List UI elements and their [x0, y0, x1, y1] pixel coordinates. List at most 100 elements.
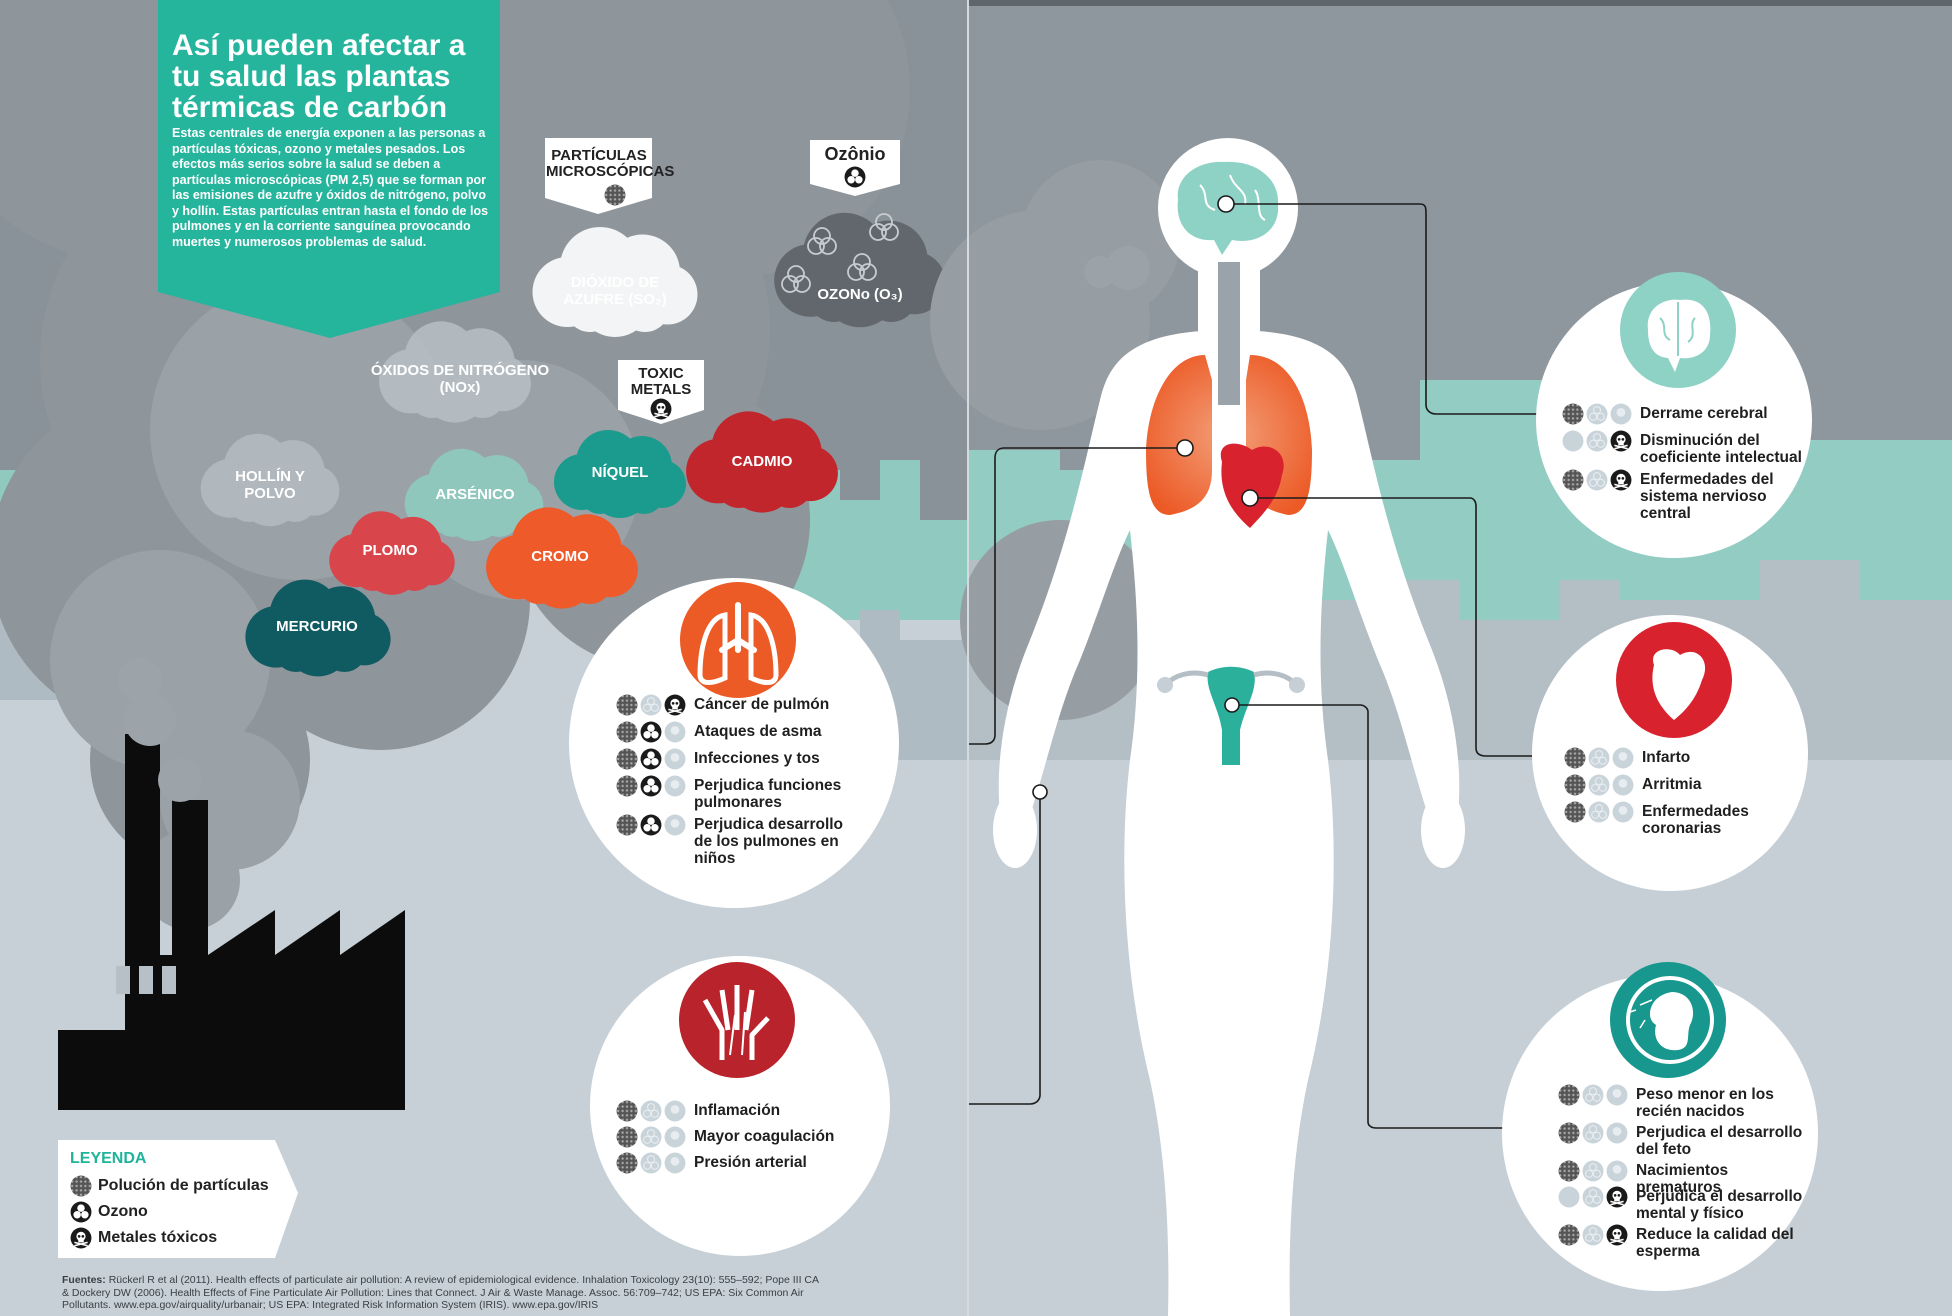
cloud-label-mercurio: MERCURIO: [276, 618, 358, 635]
metals-tag-label: TOXIC METALS: [630, 365, 692, 398]
fetus-effect-label: Perjudica el desarrollo del feto: [1636, 1124, 1803, 1158]
cloud-label-niquel: NÍQUEL: [591, 464, 649, 481]
lungs-effect-1-metal-off-icon: [664, 721, 686, 743]
heart-effect-2-particle-icon: [1564, 801, 1586, 823]
blood-panel: [590, 956, 890, 1256]
cloud-o3: [774, 212, 946, 328]
lungs-effect-3-particle-icon: [616, 775, 638, 797]
body-uterus-icon: [1207, 666, 1255, 765]
blood-effect-0-ozone-off-icon: [640, 1100, 662, 1122]
blood-effect-1-metal-off-icon: [664, 1126, 686, 1148]
fetus-effect-label: Nacimientos prematuros: [1636, 1162, 1729, 1196]
cloud-label-o3: OZONo (O₃): [817, 286, 903, 303]
lungs-effect-label: Perjudica funciones pulmonares: [694, 777, 842, 811]
fetus-effect-2-particle-icon: [1558, 1160, 1580, 1182]
lungs-effect-label: Infecciones y tos: [694, 750, 820, 767]
metals-tag-flag: [618, 360, 704, 424]
fetus-effect-0-particle-icon: [1558, 1084, 1580, 1106]
heart-effect-0-ozone-off-icon: [1588, 747, 1610, 769]
heart-effect-0-particle-icon: [1564, 747, 1586, 769]
heart-effect-1-particle-icon: [1564, 774, 1586, 796]
fetus-effect-label: Perjudica el desarrollo mental y físico: [1636, 1188, 1803, 1222]
lungs-effect-0-ozone-off-icon: [640, 694, 662, 716]
metals-tag-icon: [650, 398, 672, 420]
particles-tag-label: PARTÍCULAS MICROSCÓPICAS: [546, 147, 675, 180]
brain-effect-label: Enfermedades del sistema nervioso centra…: [1640, 471, 1774, 522]
brain-effect-2-ozone-off-icon: [1586, 469, 1608, 491]
blood-effect-label: Inflamación: [694, 1102, 781, 1119]
lungs-effect-0-particle-icon: [616, 694, 638, 716]
brain-effect-0-particle-icon: [1562, 403, 1584, 425]
blood-effect-label: Mayor coagulación: [694, 1128, 835, 1145]
heart-effect-label: Arritmia: [1642, 776, 1702, 793]
legend-particles-label: Polución de partículas: [98, 1177, 269, 1194]
blood-effect-2-ozone-off-icon: [640, 1152, 662, 1174]
brain-effect-2-particle-icon: [1562, 469, 1584, 491]
fetus-panel: [1502, 975, 1818, 1291]
brain-effect-1-metal-icon: [1610, 430, 1632, 452]
fetus-effect-2-metal-off-icon: [1606, 1160, 1628, 1182]
cloud-label-cadmio: CADMIO: [731, 453, 793, 470]
legend-ozone-label: Ozono: [98, 1203, 148, 1220]
heart-effect-2-ozone-off-icon: [1588, 801, 1610, 823]
heart-effect-label: Enfermedades coronarias: [1642, 803, 1749, 837]
lungs-effect-0-metal-icon: [664, 694, 686, 716]
lungs-effect-3-ozone-icon: [640, 775, 662, 797]
blood-effect-2-metal-off-icon: [664, 1152, 686, 1174]
cloud-nox: [379, 321, 531, 423]
cloud-niquel: [554, 430, 686, 518]
leader-lines: [968, 203, 1572, 1129]
fetus-effect-3-particle-off-icon: [1558, 1186, 1580, 1208]
brain-effect-0-ozone-off-icon: [1586, 403, 1608, 425]
fetus-effect-4-ozone-off-icon: [1582, 1224, 1604, 1246]
fetus-effect-1-metal-off-icon: [1606, 1122, 1628, 1144]
ozone-tag-icon: [844, 166, 866, 188]
heart-effect-1-metal-off-icon: [1612, 774, 1634, 796]
lungs-effect-2-ozone-icon: [640, 748, 662, 770]
cloud-label-nox: ÓXIDOS DE NITRÓGENO (NOx): [370, 362, 550, 396]
title-card: [158, 0, 500, 338]
page-title: Así pueden afectar a tu salud las planta…: [172, 29, 466, 124]
cloud-cadmio: [686, 411, 838, 513]
left-panel: [0, 0, 968, 1316]
fetus-effect-1-particle-icon: [1558, 1122, 1580, 1144]
lungs-effect-4-particle-icon: [616, 814, 638, 836]
blood-effect-0-metal-off-icon: [664, 1100, 686, 1122]
cloud-label-hollin: HOLLÍN Y POLVO: [235, 468, 305, 502]
blood-effect-1-particle-icon: [616, 1126, 638, 1148]
blood-effect-1-ozone-off-icon: [640, 1126, 662, 1148]
sources-label: Fuentes:: [62, 1274, 106, 1286]
brain-effect-label: Disminución del coeficiente intelectual: [1640, 432, 1802, 466]
cloud-plomo: [329, 511, 455, 595]
fetus-effect-2-ozone-off-icon: [1582, 1160, 1604, 1182]
brain-effect-label: Derrame cerebral: [1640, 405, 1768, 422]
lungs-effect-1-ozone-icon: [640, 721, 662, 743]
factory-icon: [58, 734, 405, 1110]
fetus-effect-4-particle-icon: [1558, 1224, 1580, 1246]
heart-effect-label: Infarto: [1642, 749, 1691, 766]
cloud-cromo: [486, 507, 638, 609]
legend-ozone-icon: [70, 1201, 92, 1223]
cloud-mercurio: [245, 579, 391, 677]
heart-effect-0-metal-off-icon: [1612, 747, 1634, 769]
fetus-effect-label: Reduce la calidad del esperma: [1636, 1226, 1794, 1260]
lungs-effect-2-particle-icon: [616, 748, 638, 770]
ozone-molecules-icon: [781, 213, 899, 293]
lungs-effect-3-metal-off-icon: [664, 775, 686, 797]
lungs-effect-label: Perjudica desarrollo de los pulmones en …: [694, 816, 844, 867]
brain-panel: [1536, 282, 1812, 558]
lungs-effect-1-particle-icon: [616, 721, 638, 743]
lungs-effect-label: Ataques de asma: [694, 723, 822, 740]
cloud-label-plomo: PLOMO: [362, 542, 418, 559]
body-heart-icon: [1220, 443, 1284, 528]
intro-text: Estas centrales de energía exponen a las…: [172, 126, 489, 249]
lungs-effect-4-metal-off-icon: [664, 814, 686, 836]
blood-effect-2-particle-icon: [616, 1152, 638, 1174]
cloud-label-arsenico: ARSÉNICO: [435, 486, 515, 503]
legend-metals-icon: [70, 1227, 92, 1249]
brain-effect-0-metal-off-icon: [1610, 403, 1632, 425]
pollutant-clouds: [200, 212, 946, 677]
cloud-label-cromo: CROMO: [531, 548, 589, 565]
